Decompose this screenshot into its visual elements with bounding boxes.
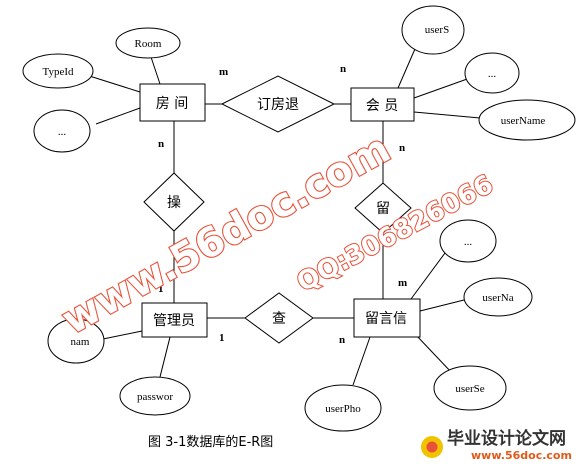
cardinality-member-booking: n bbox=[340, 63, 346, 75]
attribute-msg-user-na: userNa bbox=[463, 277, 533, 317]
cardinality-member-leave: n bbox=[399, 142, 405, 154]
svg-text:操: 操 bbox=[167, 195, 181, 211]
svg-text:userPho: userPho bbox=[325, 403, 361, 415]
svg-text:...: ... bbox=[464, 236, 473, 248]
attribute-admin-name: nam bbox=[47, 318, 105, 364]
cardinality-room-booking: m bbox=[219, 66, 228, 78]
attribute-user-s-top: userS bbox=[401, 5, 465, 55]
logo-text: 毕业设计论文网 bbox=[447, 428, 566, 449]
svg-text:会 员: 会 员 bbox=[366, 98, 398, 114]
svg-text:Room: Room bbox=[135, 38, 162, 50]
entity-admin: 管理员 bbox=[141, 302, 208, 338]
svg-text:userSe: userSe bbox=[455, 383, 484, 395]
cardinality-admin-operate: 1 bbox=[158, 283, 164, 295]
attribute-room-more: ... bbox=[33, 109, 91, 153]
entity-message: 留言信 bbox=[353, 298, 421, 338]
attribute-room-no: Room bbox=[115, 27, 181, 59]
logo-url: www.56doc.com bbox=[471, 449, 572, 462]
svg-text:nam: nam bbox=[71, 336, 90, 348]
svg-text:留言信: 留言信 bbox=[365, 311, 407, 327]
attribute-msg-user-pho: userPho bbox=[304, 384, 382, 432]
attribute-user-name: userName bbox=[478, 99, 576, 141]
figure-caption: 图 3-1数据库的E-R图 bbox=[148, 434, 273, 450]
relationship-leave: 留 bbox=[354, 182, 412, 234]
svg-text:passwor: passwor bbox=[137, 391, 173, 403]
svg-text:userS: userS bbox=[425, 24, 449, 36]
attribute-msg-user-se: userSe bbox=[433, 365, 507, 411]
cardinality-message-leave: m bbox=[398, 277, 407, 289]
svg-text:查: 查 bbox=[272, 311, 286, 327]
svg-text:TypeId: TypeId bbox=[43, 66, 74, 78]
relationship-check: 查 bbox=[244, 292, 314, 344]
svg-text:...: ... bbox=[58, 126, 67, 138]
cardinality-admin-check: 1 bbox=[219, 332, 225, 344]
entity-member: 会 员 bbox=[350, 87, 415, 122]
relationship-operate: 操 bbox=[143, 172, 205, 232]
watermark-site: www.56doc.com bbox=[55, 126, 398, 344]
svg-text:userNa: userNa bbox=[482, 292, 513, 304]
svg-text:管理员: 管理员 bbox=[153, 313, 195, 329]
svg-text:房 间: 房 间 bbox=[156, 96, 188, 112]
attribute-member-more: ... bbox=[464, 52, 520, 94]
svg-text:留: 留 bbox=[376, 201, 390, 217]
cardinality-message-check: n bbox=[339, 334, 345, 346]
site-logo: 毕业设计论文网 www.56doc.com bbox=[421, 428, 572, 462]
entity-room: 房 间 bbox=[139, 83, 206, 122]
svg-text:userName: userName bbox=[501, 115, 546, 127]
attribute-type-id: TypeId bbox=[22, 53, 94, 89]
cardinality-room-operate: n bbox=[158, 138, 164, 150]
svg-text:...: ... bbox=[488, 68, 497, 80]
attribute-msg-more: ... bbox=[439, 219, 497, 263]
svg-text:订房退: 订房退 bbox=[257, 97, 299, 113]
relationship-booking: 订房退 bbox=[220, 75, 336, 133]
attribute-admin-password: passwor bbox=[119, 376, 191, 416]
